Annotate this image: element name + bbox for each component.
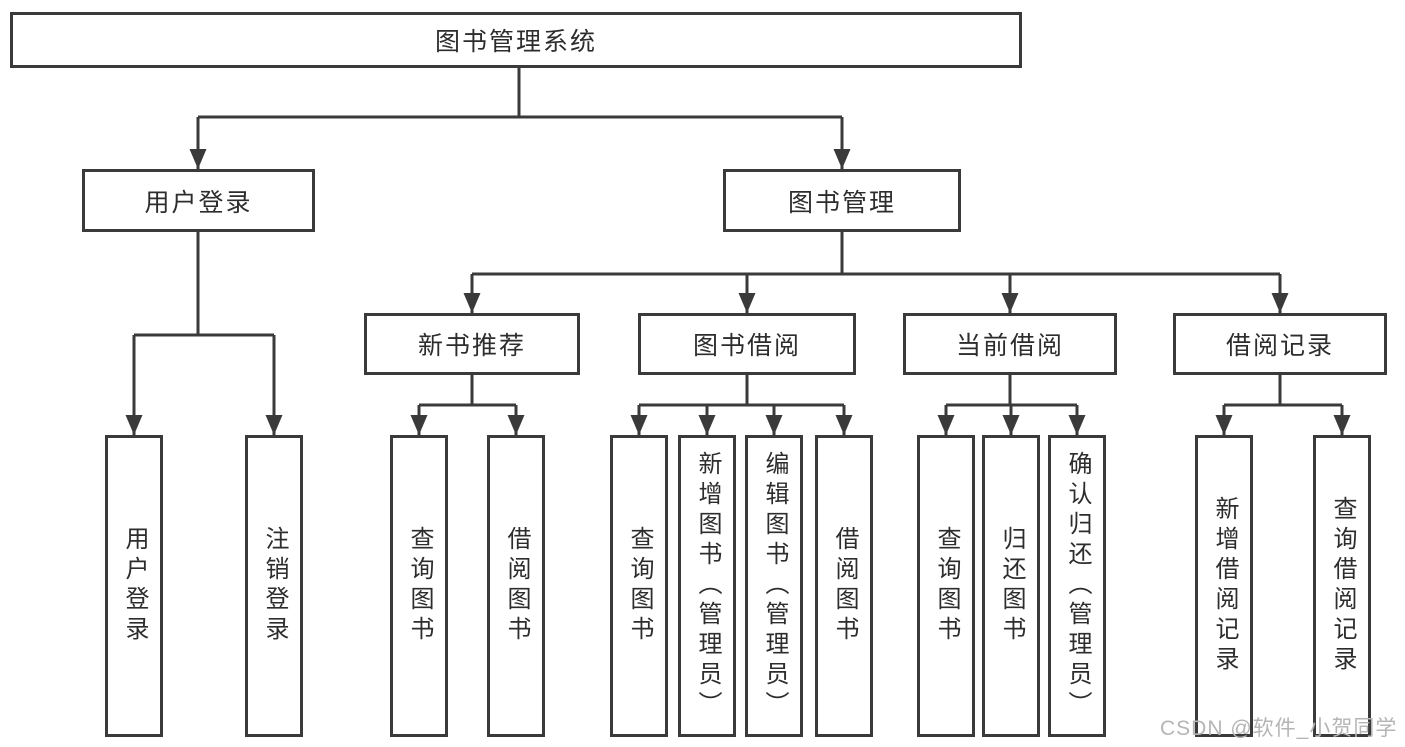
node-user-login-branch: 用户登录 [82,169,315,232]
connector-book-borrow [630,375,853,435]
node-borrow-records: 借阅记录 [1173,313,1387,375]
leaf-add-books-admin: 新增图书（管理员） [678,435,736,737]
leaf-query-borrow-record: 查询借阅记录 [1313,435,1371,737]
leaf-query-books-recommend: 查询图书 [390,435,448,737]
leaf-return-books: 归还图书 [982,435,1040,737]
connector-borrow-records [1215,375,1351,435]
node-current-borrow: 当前借阅 [903,313,1117,375]
connector-book-management [463,232,1289,313]
connector-current-borrow [937,375,1086,435]
connector-new-book-recommend [410,375,525,435]
node-book-borrow: 图书借阅 [638,313,856,375]
leaf-confirm-return-admin: 确认归还（管理员） [1048,435,1106,737]
csdn-watermark: CSDN @软件_小贺同学 [1160,717,1398,740]
leaf-borrow-books: 借阅图书 [815,435,873,737]
connector-root [189,68,851,169]
leaf-user-login: 用户登录 [105,435,163,737]
leaf-add-borrow-record: 新增借阅记录 [1195,435,1253,737]
leaf-query-books-borrow: 查询图书 [610,435,668,737]
leaf-logout: 注销登录 [245,435,303,737]
connector-user-login [125,232,283,435]
node-new-book-recommend: 新书推荐 [364,313,580,375]
leaf-query-books-current: 查询图书 [917,435,975,737]
node-book-management-branch: 图书管理 [723,169,961,232]
leaf-borrow-books-recommend: 借阅图书 [487,435,545,737]
node-root-system: 图书管理系统 [10,12,1022,68]
leaf-edit-books-admin: 编辑图书（管理员） [745,435,803,737]
